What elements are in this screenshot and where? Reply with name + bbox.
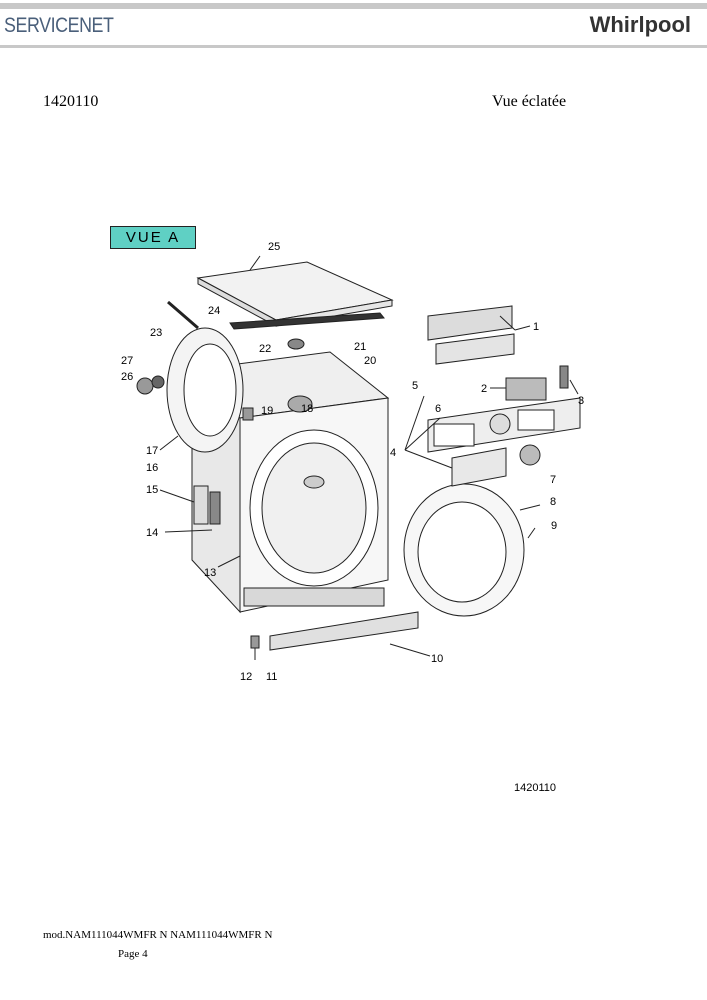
label-7: 7 [550, 474, 556, 486]
label-1: 1 [533, 321, 539, 333]
header-rule-bottom [0, 45, 707, 48]
label-26: 26 [121, 371, 133, 383]
label-6: 6 [435, 403, 441, 415]
document-number: 1420110 [43, 93, 99, 110]
electronic-board-lower [435, 333, 515, 365]
label-12: 12 [240, 671, 252, 683]
selector-knob [519, 444, 541, 466]
label-13: 13 [204, 567, 216, 579]
header-rule-top [0, 3, 707, 9]
label-9: 9 [551, 520, 557, 532]
door-hinge [193, 485, 209, 525]
display-part [559, 365, 569, 389]
valve [287, 338, 305, 350]
label-22: 22 [259, 343, 271, 355]
label-25: 25 [268, 241, 280, 253]
document-view-title: Vue éclatée [492, 93, 567, 110]
pump-filter [136, 377, 154, 395]
whirlpool-logo: Whirlpool [589, 12, 691, 37]
kick-plate [269, 611, 419, 651]
servicenet-logo: SERVICENET [4, 14, 114, 37]
detergent-drawer [451, 447, 507, 487]
electronic-board-upper [427, 305, 513, 341]
footer-model: mod.NAM111044WMFR N NAM111044WMFR N [43, 929, 273, 941]
shock-absorber [167, 300, 199, 330]
drum-pulley [287, 395, 313, 413]
label-21: 21 [354, 341, 366, 353]
label-16: 16 [146, 462, 158, 474]
label-24: 24 [208, 305, 220, 317]
label-5: 5 [412, 380, 418, 392]
door-handle [209, 491, 221, 525]
button-set [505, 377, 547, 401]
label-19: 19 [261, 405, 273, 417]
label-20: 20 [364, 355, 376, 367]
label-18: 18 [301, 403, 313, 415]
label-11: 11 [266, 671, 277, 683]
top-strip [229, 312, 385, 330]
label-4: 4 [390, 447, 396, 459]
label-27: 27 [121, 355, 133, 367]
label-8: 8 [550, 496, 556, 508]
diagram-part-code: 1420110 [514, 782, 557, 794]
label-10: 10 [431, 653, 443, 665]
page-header: SERVICENET Whirlpool [0, 0, 707, 48]
label-15: 15 [146, 484, 158, 496]
label-2: 2 [481, 383, 487, 395]
footer-page: Page 4 [118, 948, 148, 960]
exploded-view-diagram: 25 24 23 22 21 20 27 26 19 18 17 16 15 1… [121, 241, 584, 683]
view-label-badge: VUE A [110, 226, 196, 249]
label-23: 23 [150, 327, 162, 339]
label-17: 17 [146, 445, 158, 457]
bottom-grille [243, 587, 385, 607]
label-3: 3 [578, 395, 584, 407]
label-14: 14 [146, 527, 158, 539]
